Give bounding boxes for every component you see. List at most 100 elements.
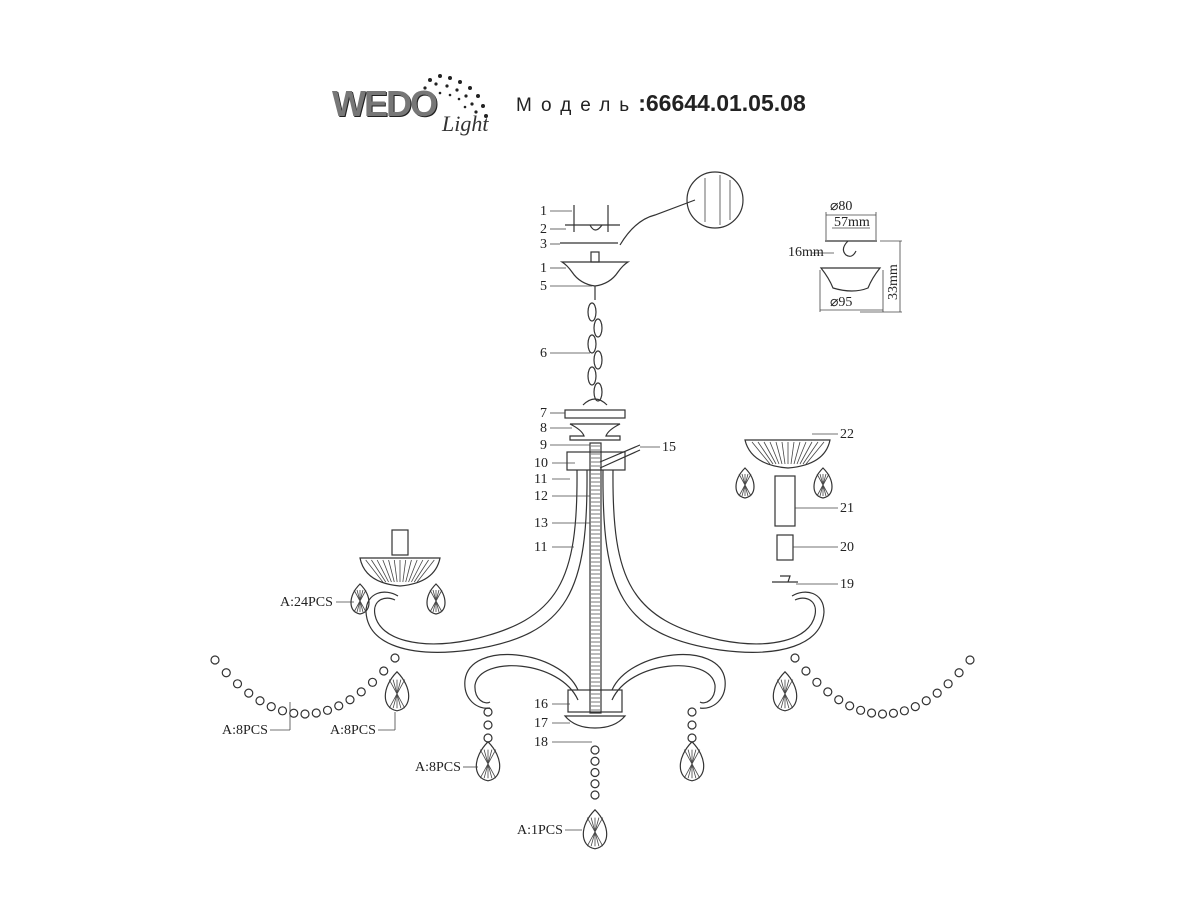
crystal-bead — [356, 687, 366, 697]
crystal-bead — [845, 701, 855, 711]
crystal-bead — [590, 790, 600, 800]
part-label: 1 — [540, 204, 547, 219]
crystal-bead — [910, 702, 920, 712]
part-label: 5 — [540, 279, 547, 294]
crystal-bead — [379, 666, 389, 676]
logo-brand-text: WEDO — [332, 83, 438, 124]
crystal-bead — [483, 707, 493, 717]
crystal-drop — [475, 740, 501, 782]
part-label: 17 — [534, 716, 548, 731]
candle-sleeve — [774, 475, 796, 527]
model-title: Модель:66644.01.05.08 — [516, 90, 806, 117]
crystal-bead — [311, 708, 321, 718]
part-label: 16 — [534, 697, 548, 712]
crystal-bead — [801, 666, 811, 676]
crystal-drops — [350, 467, 833, 850]
crystal-bead — [345, 695, 355, 705]
crystal-bead — [590, 756, 600, 766]
crystal-drop — [384, 670, 410, 712]
mounting-bracket — [560, 205, 620, 244]
crystal-drop — [735, 467, 755, 499]
part-labels: 1 2 3 1 5 6 7 8 9 10 11 12 13 11 15 16 1… — [534, 204, 854, 750]
crystal-bead — [483, 733, 493, 743]
crystal-bead — [483, 720, 493, 730]
dim-bottom-diameter: ⌀95 — [830, 295, 852, 310]
chain — [587, 302, 603, 402]
part-label: 3 — [540, 237, 547, 252]
part-label: 7 — [540, 406, 547, 421]
logo-sub-text: Light — [442, 111, 489, 136]
crystal-bead — [590, 745, 600, 755]
model-number: :66644.01.05.08 — [638, 90, 806, 116]
crystal-bead — [244, 688, 254, 698]
part-label: 19 — [840, 577, 854, 592]
crystal-bead — [823, 687, 833, 697]
crystal-bead — [899, 706, 909, 716]
crystal-bead — [232, 679, 243, 689]
part-label: 8 — [540, 421, 547, 436]
crystal-bead — [255, 696, 265, 706]
crystal-bead — [289, 708, 299, 718]
part-label: 2 — [540, 222, 547, 237]
part-label: 12 — [534, 489, 548, 504]
crystal-bead — [834, 695, 844, 705]
part-label: 13 — [534, 516, 548, 531]
crystal-bead — [856, 705, 866, 715]
crystal-drop — [679, 740, 705, 782]
crystal-drop — [772, 670, 798, 712]
crystal-bead — [866, 708, 877, 718]
crystal-drop — [426, 583, 446, 615]
crystal-bead — [300, 709, 310, 719]
crystal-label: A:8PCS — [222, 723, 268, 738]
canopy — [559, 261, 631, 287]
part-label: 22 — [840, 427, 854, 442]
crystal-bead — [221, 668, 231, 678]
crystal-bead — [590, 779, 600, 789]
crystal-bead — [812, 677, 822, 687]
crystal-bead — [943, 679, 953, 689]
crystal-bead — [790, 653, 800, 663]
crystal-bead — [210, 655, 220, 665]
brand-logo: WEDO Light — [330, 68, 505, 143]
part-label: 18 — [534, 735, 548, 750]
part-label: 20 — [840, 540, 854, 555]
part-label: 10 — [534, 456, 548, 471]
left-candle-cup — [359, 529, 441, 587]
part-label: 15 — [662, 440, 676, 455]
crystal-drop — [582, 808, 608, 850]
part-label: 9 — [540, 438, 547, 453]
crystal-bead — [954, 668, 964, 678]
ceiling-plate-detail: ⌀80 57mm 16mm 33mm ⌀95 — [788, 199, 902, 313]
crystal-bead — [965, 655, 975, 665]
part-label: 6 — [540, 346, 547, 361]
lamp-holder — [776, 534, 794, 561]
connector-detail-circle — [686, 171, 744, 229]
part-label: 11 — [534, 472, 547, 487]
logo-swirl-icon — [423, 74, 488, 118]
crystal-bead — [877, 709, 888, 719]
crystal-bead — [266, 702, 276, 712]
crystal-bead — [921, 696, 931, 706]
crystal-bead — [932, 688, 942, 698]
crystal-labels: A:24PCS A:8PCS A:8PCS A:8PCS A:1PCS — [222, 595, 582, 838]
crystal-bead — [322, 705, 333, 715]
dim-top-diameter: ⌀80 — [830, 199, 852, 214]
crystal-bead — [277, 706, 288, 716]
crystal-bead — [888, 708, 899, 718]
model-label: Модель — [516, 95, 639, 116]
right-candle-cup — [744, 439, 831, 583]
crystal-label: A:8PCS — [330, 723, 376, 738]
crystal-label: A:24PCS — [280, 595, 333, 610]
part-label: 11 — [534, 540, 547, 555]
crystal-label: A:8PCS — [415, 760, 461, 775]
dim-hole-spacing: 57mm — [834, 215, 870, 230]
dim-hook: 16mm — [788, 245, 824, 260]
crystal-label: A:1PCS — [517, 823, 563, 838]
crystal-bead — [367, 677, 378, 687]
crystal-bead — [390, 653, 400, 663]
part-label: 1 — [540, 261, 547, 276]
crystal-bead — [687, 720, 697, 730]
crystal-bead — [687, 733, 697, 743]
crystal-bead — [334, 701, 344, 711]
